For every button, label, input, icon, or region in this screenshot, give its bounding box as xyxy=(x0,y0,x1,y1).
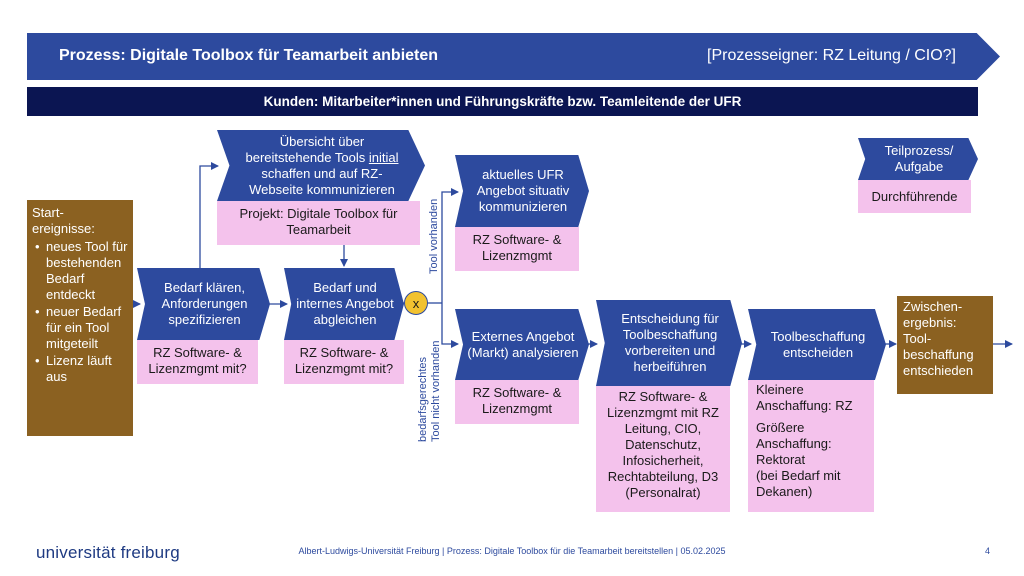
step-uebersicht-line4: Webseite kommunizieren xyxy=(249,181,395,197)
role-beschaffung-note: (bei Bedarf mit Dekanen) xyxy=(756,468,841,499)
role-abgleichen: RZ Software- & Lizenzmgmt mit? xyxy=(284,340,404,384)
start-event-item: neues Tool für bestehenden Bedarf entdec… xyxy=(32,239,129,303)
arrow-gateway-to-extern xyxy=(441,303,459,348)
legend-role: Durchführende xyxy=(858,180,971,213)
step-abgleichen: Bedarf und internes Angebot abgleichen xyxy=(284,268,404,340)
role-extern: RZ Software- & Lizenzmgmt xyxy=(455,380,579,424)
gateway-branch-no-1: bedarfsgerechtes xyxy=(417,357,429,442)
role-uebersicht: Projekt: Digitale Toolbox für Teamarbeit xyxy=(217,201,420,245)
role-beschaffung: Kleinere Anschaffung: RZ Größere Anschaf… xyxy=(748,380,874,512)
legend-step: Teilprozess/ Aufgabe xyxy=(858,138,978,180)
intermediate-result: Zwischen-ergebnis: Tool-beschaffung ents… xyxy=(897,296,993,394)
start-event-item: Lizenz läuft aus xyxy=(32,353,129,385)
start-events-title-2: ereignisse: xyxy=(32,221,95,236)
start-events-title-1: Start- xyxy=(32,205,64,220)
step-uebersicht-line2a: bereitstehende Tools xyxy=(245,149,369,165)
role-entscheidung: RZ Software- & Lizenzmgmt mit RZ Leitung… xyxy=(596,386,730,512)
process-title-bar: Prozess: Digitale Toolbox für Teamarbeit… xyxy=(27,33,1000,80)
step-uebersicht-line1: Übersicht über xyxy=(279,133,365,149)
xor-gateway: x xyxy=(404,291,428,315)
step-extern: Externes Angebot (Markt) analysieren xyxy=(455,309,589,380)
step-kommunizieren: aktuelles UFR Angebot situativ kommunizi… xyxy=(455,155,589,227)
gateway-branch-yes: Tool vorhanden xyxy=(428,198,440,274)
step-beschaffung: Toolbeschaffung entscheiden xyxy=(748,309,886,380)
process-owner: [Prozesseigner: RZ Leitung / CIO?] xyxy=(707,47,956,64)
role-beschaffung-large: Größere Anschaffung: Rektorat xyxy=(756,420,832,467)
step-bedarf-klaeren: Bedarf klären, Anforderungen spezifizier… xyxy=(137,268,270,340)
start-event-item: neuer Bedarf für ein Tool mitgeteilt xyxy=(32,304,129,352)
gateway-branch-no-2: Tool nicht vorhanden xyxy=(430,340,442,442)
role-bedarf-klaeren: RZ Software- & Lizenzmgmt mit? xyxy=(137,340,258,384)
process-title: Prozess: Digitale Toolbox für Teamarbeit… xyxy=(59,47,439,64)
role-beschaffung-small: Kleinere Anschaffung: RZ xyxy=(756,382,853,413)
arrow-gateway-to-kommunizieren xyxy=(441,188,459,303)
start-events: Start- ereignisse: neues Tool für besteh… xyxy=(27,200,133,436)
page-number: 4 xyxy=(985,546,991,556)
step-uebersicht: Übersicht über bereitstehende Tools init… xyxy=(217,130,425,201)
step-entscheidung: Entscheidung für Toolbeschaffung vorbere… xyxy=(596,300,742,386)
university-logo: universität freiburg xyxy=(36,543,180,562)
role-kommunizieren: RZ Software- & Lizenzmgmt xyxy=(455,227,579,271)
customers-bar: Kunden: Mitarbeiter*innen und Führungskr… xyxy=(27,87,978,116)
footer-text: Albert-Ludwigs-Universität Freiburg | Pr… xyxy=(298,546,726,556)
step-uebersicht-line3: schaffen und auf RZ- xyxy=(261,165,383,181)
arrow-to-uebersicht xyxy=(199,162,219,268)
step-uebersicht-line2b: initial xyxy=(368,149,399,165)
